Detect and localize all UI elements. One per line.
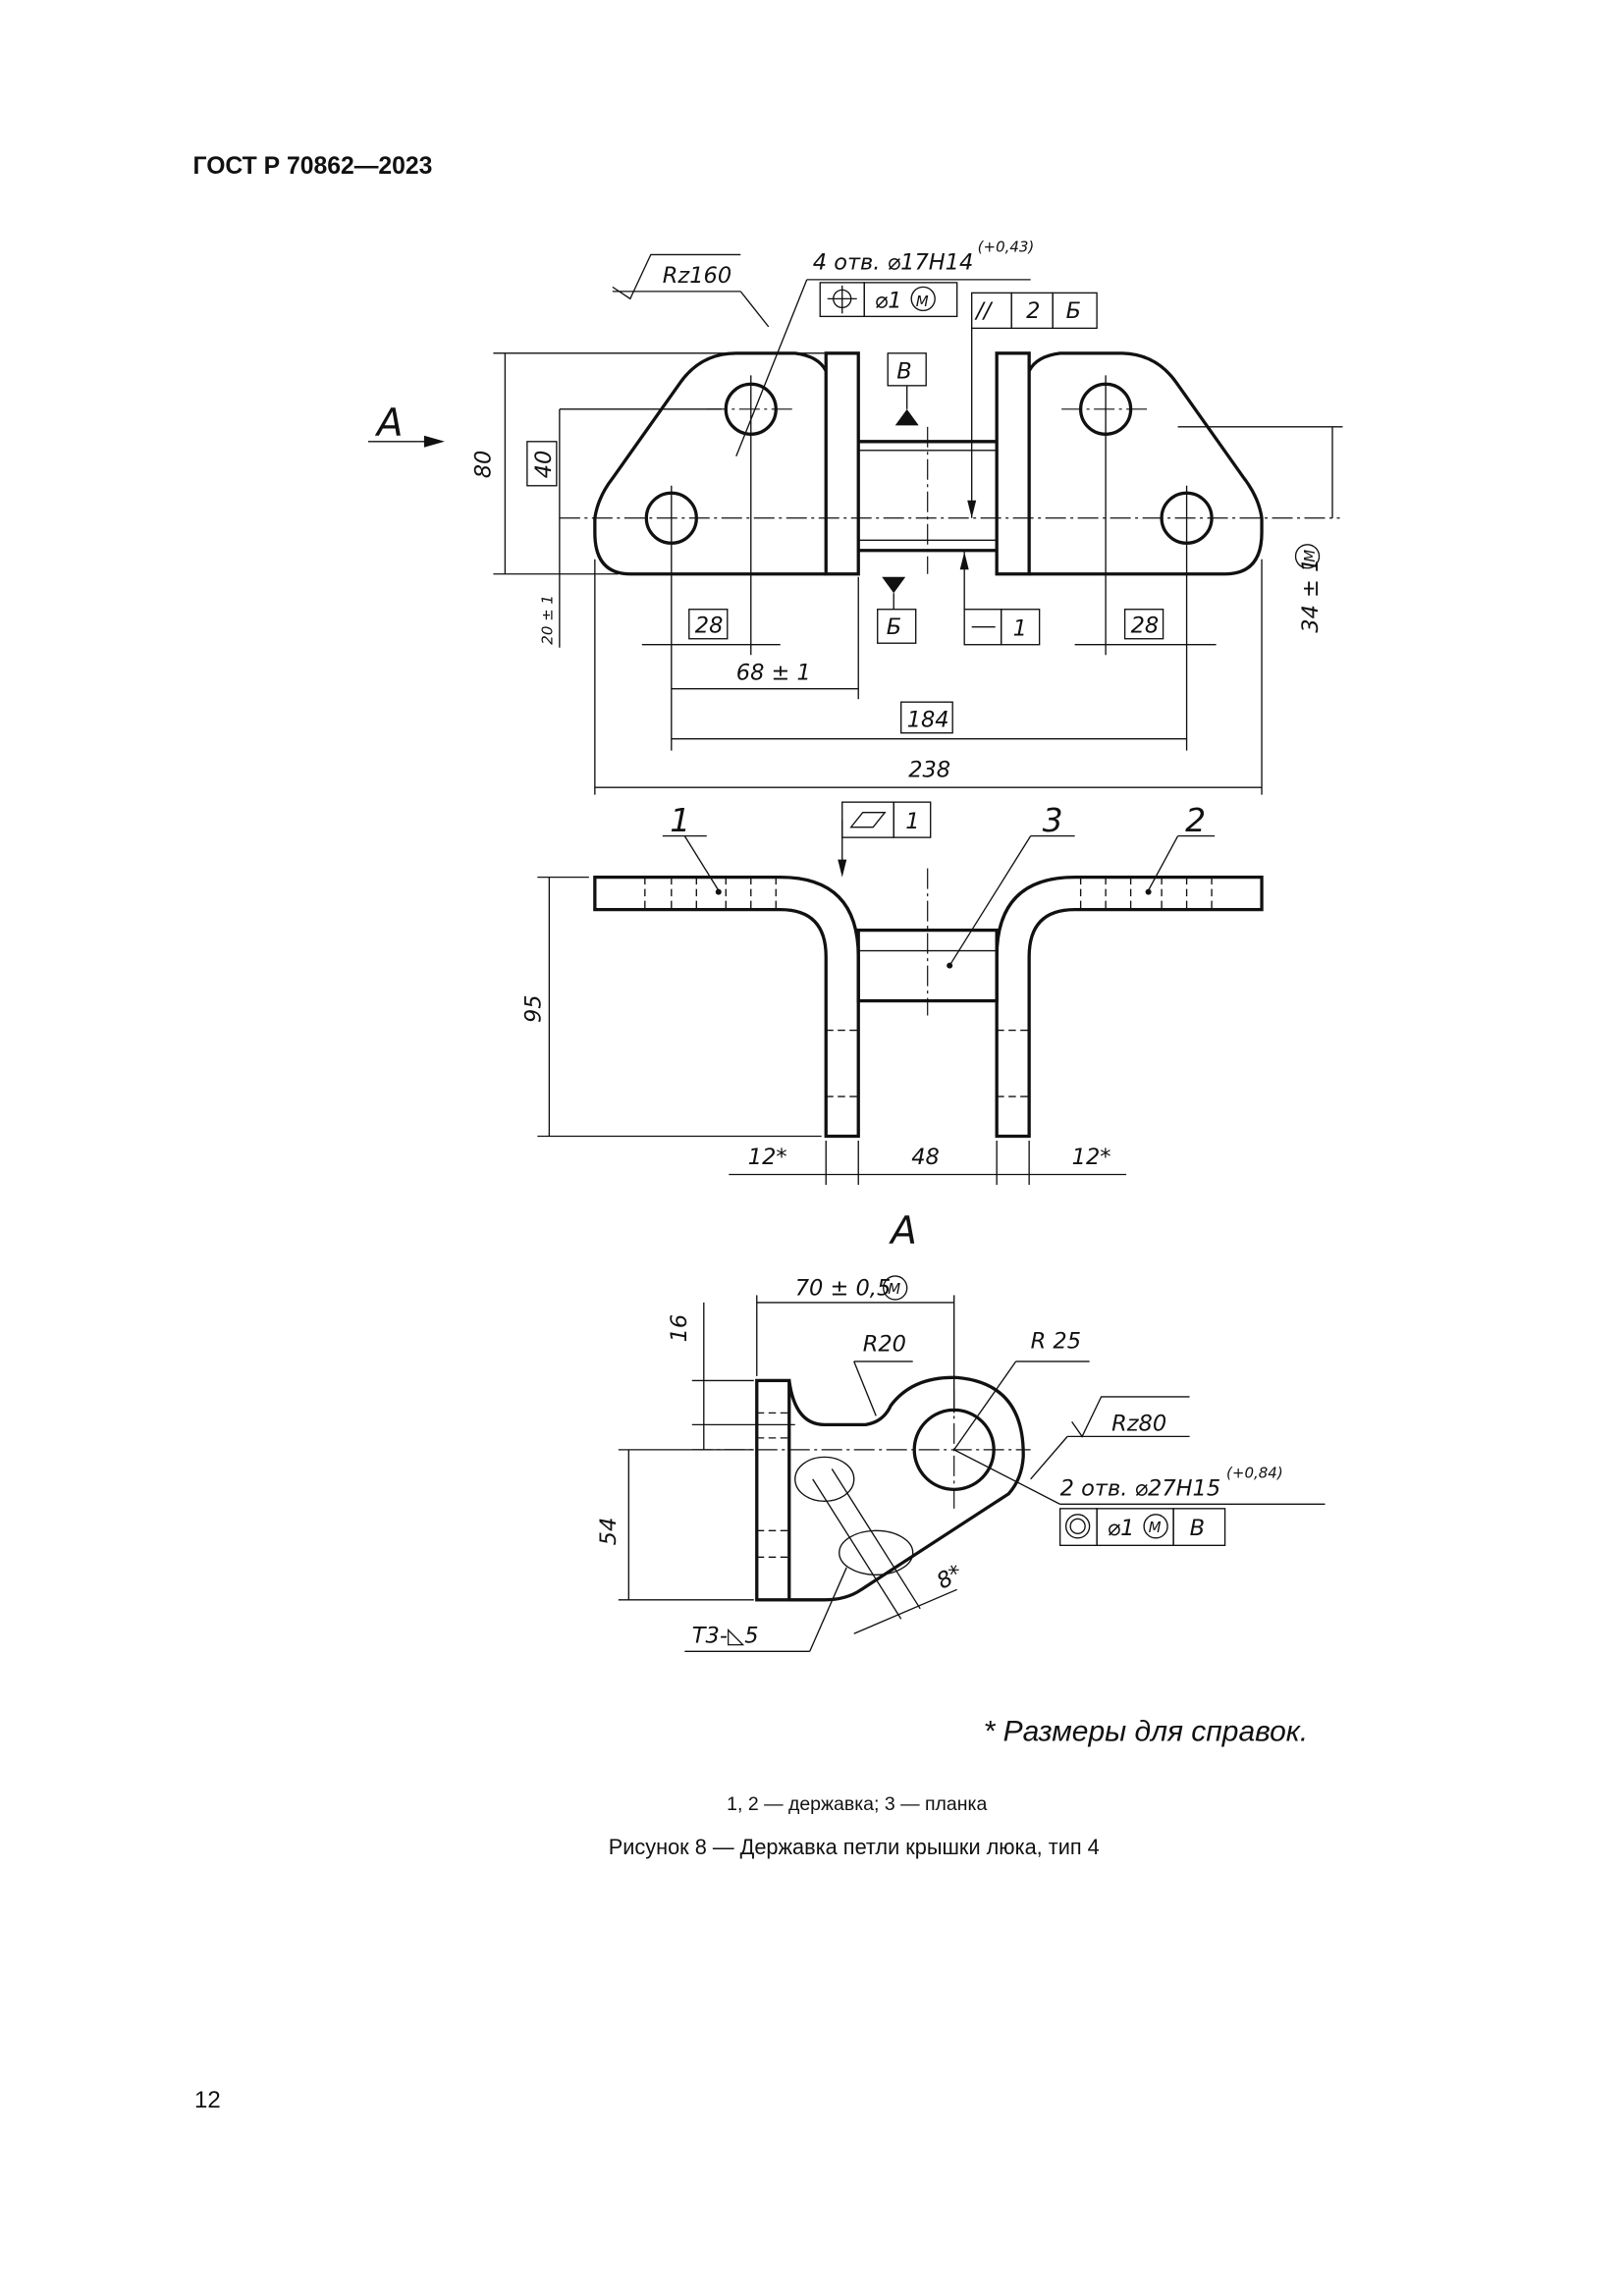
svg-text:M: M bbox=[916, 293, 929, 310]
position-tolerance-frame: ⌀1 M bbox=[819, 282, 958, 318]
svg-text:M: M bbox=[888, 1280, 900, 1298]
view-a-marker: А bbox=[374, 401, 404, 446]
svg-text:⌀1: ⌀1 bbox=[1108, 1516, 1135, 1541]
holder-arm-outline bbox=[787, 1375, 1025, 1602]
svg-text:В: В bbox=[1190, 1516, 1205, 1541]
flatness-tolerance-frame: 1 bbox=[838, 801, 932, 878]
standard-number: ГОСТ Р 70862—2023 bbox=[193, 153, 433, 180]
svg-text:2: 2 bbox=[1026, 298, 1040, 324]
dim-48: 48 bbox=[911, 1145, 940, 1170]
reference-dims-note: * Размеры для справок. bbox=[984, 1716, 1309, 1748]
svg-text:1: 1 bbox=[905, 809, 919, 834]
left-flange bbox=[824, 351, 860, 576]
weld-symbol: Т3-◺5 bbox=[692, 1623, 759, 1648]
right-holder-outline bbox=[1027, 351, 1264, 576]
dim-28-right: 28 bbox=[1131, 614, 1160, 639]
svg-text:Б: Б bbox=[887, 614, 901, 640]
dim-12-right: 12* bbox=[1072, 1145, 1111, 1170]
datum-b: Б bbox=[877, 576, 917, 644]
dim-184: 184 bbox=[907, 708, 949, 733]
dim-54: 54 bbox=[596, 1518, 622, 1546]
dim-8: 8* bbox=[933, 1560, 967, 1594]
dim-16: 16 bbox=[667, 1314, 692, 1343]
flange-side bbox=[755, 1378, 791, 1602]
view-a: А 70 ± 0,5 M 16 54 R20 R 25 8* Rz80 2 от… bbox=[596, 1209, 1326, 1652]
dim-68: 68 ± 1 bbox=[736, 661, 811, 686]
svg-text:В: В bbox=[896, 358, 911, 384]
figure-legend: 1, 2 — державка; 3 — планка bbox=[727, 1793, 987, 1815]
left-holder-outline bbox=[593, 351, 828, 576]
plan-view: А Rz160 4 отв. ⌀17Н14 (+0,43) ⌀1 M // 2 … bbox=[367, 238, 1343, 795]
svg-text:M: M bbox=[1149, 1519, 1162, 1536]
dim-80: 80 bbox=[470, 451, 496, 479]
dim-34: 34 ± 1 bbox=[1298, 559, 1324, 633]
figure-caption: Рисунок 8 — Державка петли крышки люка, … bbox=[609, 1835, 1100, 1859]
svg-text:Б: Б bbox=[1066, 298, 1081, 324]
roughness-rz80: Rz80 bbox=[1111, 1411, 1166, 1436]
left-holder-profile bbox=[593, 875, 860, 1139]
svg-text:⌀1: ⌀1 bbox=[875, 288, 902, 313]
dim-40: 40 bbox=[531, 451, 557, 479]
page-number: 12 bbox=[194, 2087, 221, 2113]
straightness-tolerance-frame: 1 bbox=[959, 552, 1041, 646]
svg-text://: // bbox=[974, 298, 994, 324]
holes-note: 4 отв. ⌀17Н14 bbox=[813, 249, 974, 275]
datum-v: В bbox=[887, 352, 927, 426]
parallelism-tolerance-frame: // 2 Б bbox=[967, 292, 1098, 518]
roughness-rz160: Rz160 bbox=[663, 263, 731, 289]
holes-tolerance-view-a: (+0,84) bbox=[1226, 1464, 1283, 1481]
dim-95: 95 bbox=[520, 994, 546, 1023]
dim-12-left: 12* bbox=[748, 1145, 787, 1170]
callout-2: 2 bbox=[1185, 801, 1206, 839]
right-flange bbox=[995, 351, 1031, 576]
dim-238: 238 bbox=[908, 758, 950, 783]
view-a-title: А bbox=[888, 1209, 917, 1254]
concentricity-tolerance-frame: ⌀1 M В bbox=[1058, 1508, 1226, 1547]
holes-tolerance: (+0,43) bbox=[978, 238, 1035, 255]
svg-text:1: 1 bbox=[1013, 616, 1027, 642]
dim-20: 20 ± 1 bbox=[538, 595, 556, 645]
callout-1: 1 bbox=[670, 801, 690, 839]
dim-70: 70 ± 0,5 bbox=[795, 1275, 892, 1301]
callout-3: 3 bbox=[1043, 801, 1063, 839]
radius-20: R20 bbox=[863, 1331, 906, 1357]
front-view: 1 1 3 2 95 12* 48 12* bbox=[520, 801, 1264, 1185]
radius-25: R 25 bbox=[1031, 1328, 1081, 1354]
dim-28-left: 28 bbox=[695, 614, 724, 639]
svg-text:M: M bbox=[1301, 550, 1319, 562]
holes-note-view-a: 2 отв. ⌀27Н15 bbox=[1060, 1475, 1221, 1501]
right-holder-profile bbox=[995, 875, 1264, 1139]
